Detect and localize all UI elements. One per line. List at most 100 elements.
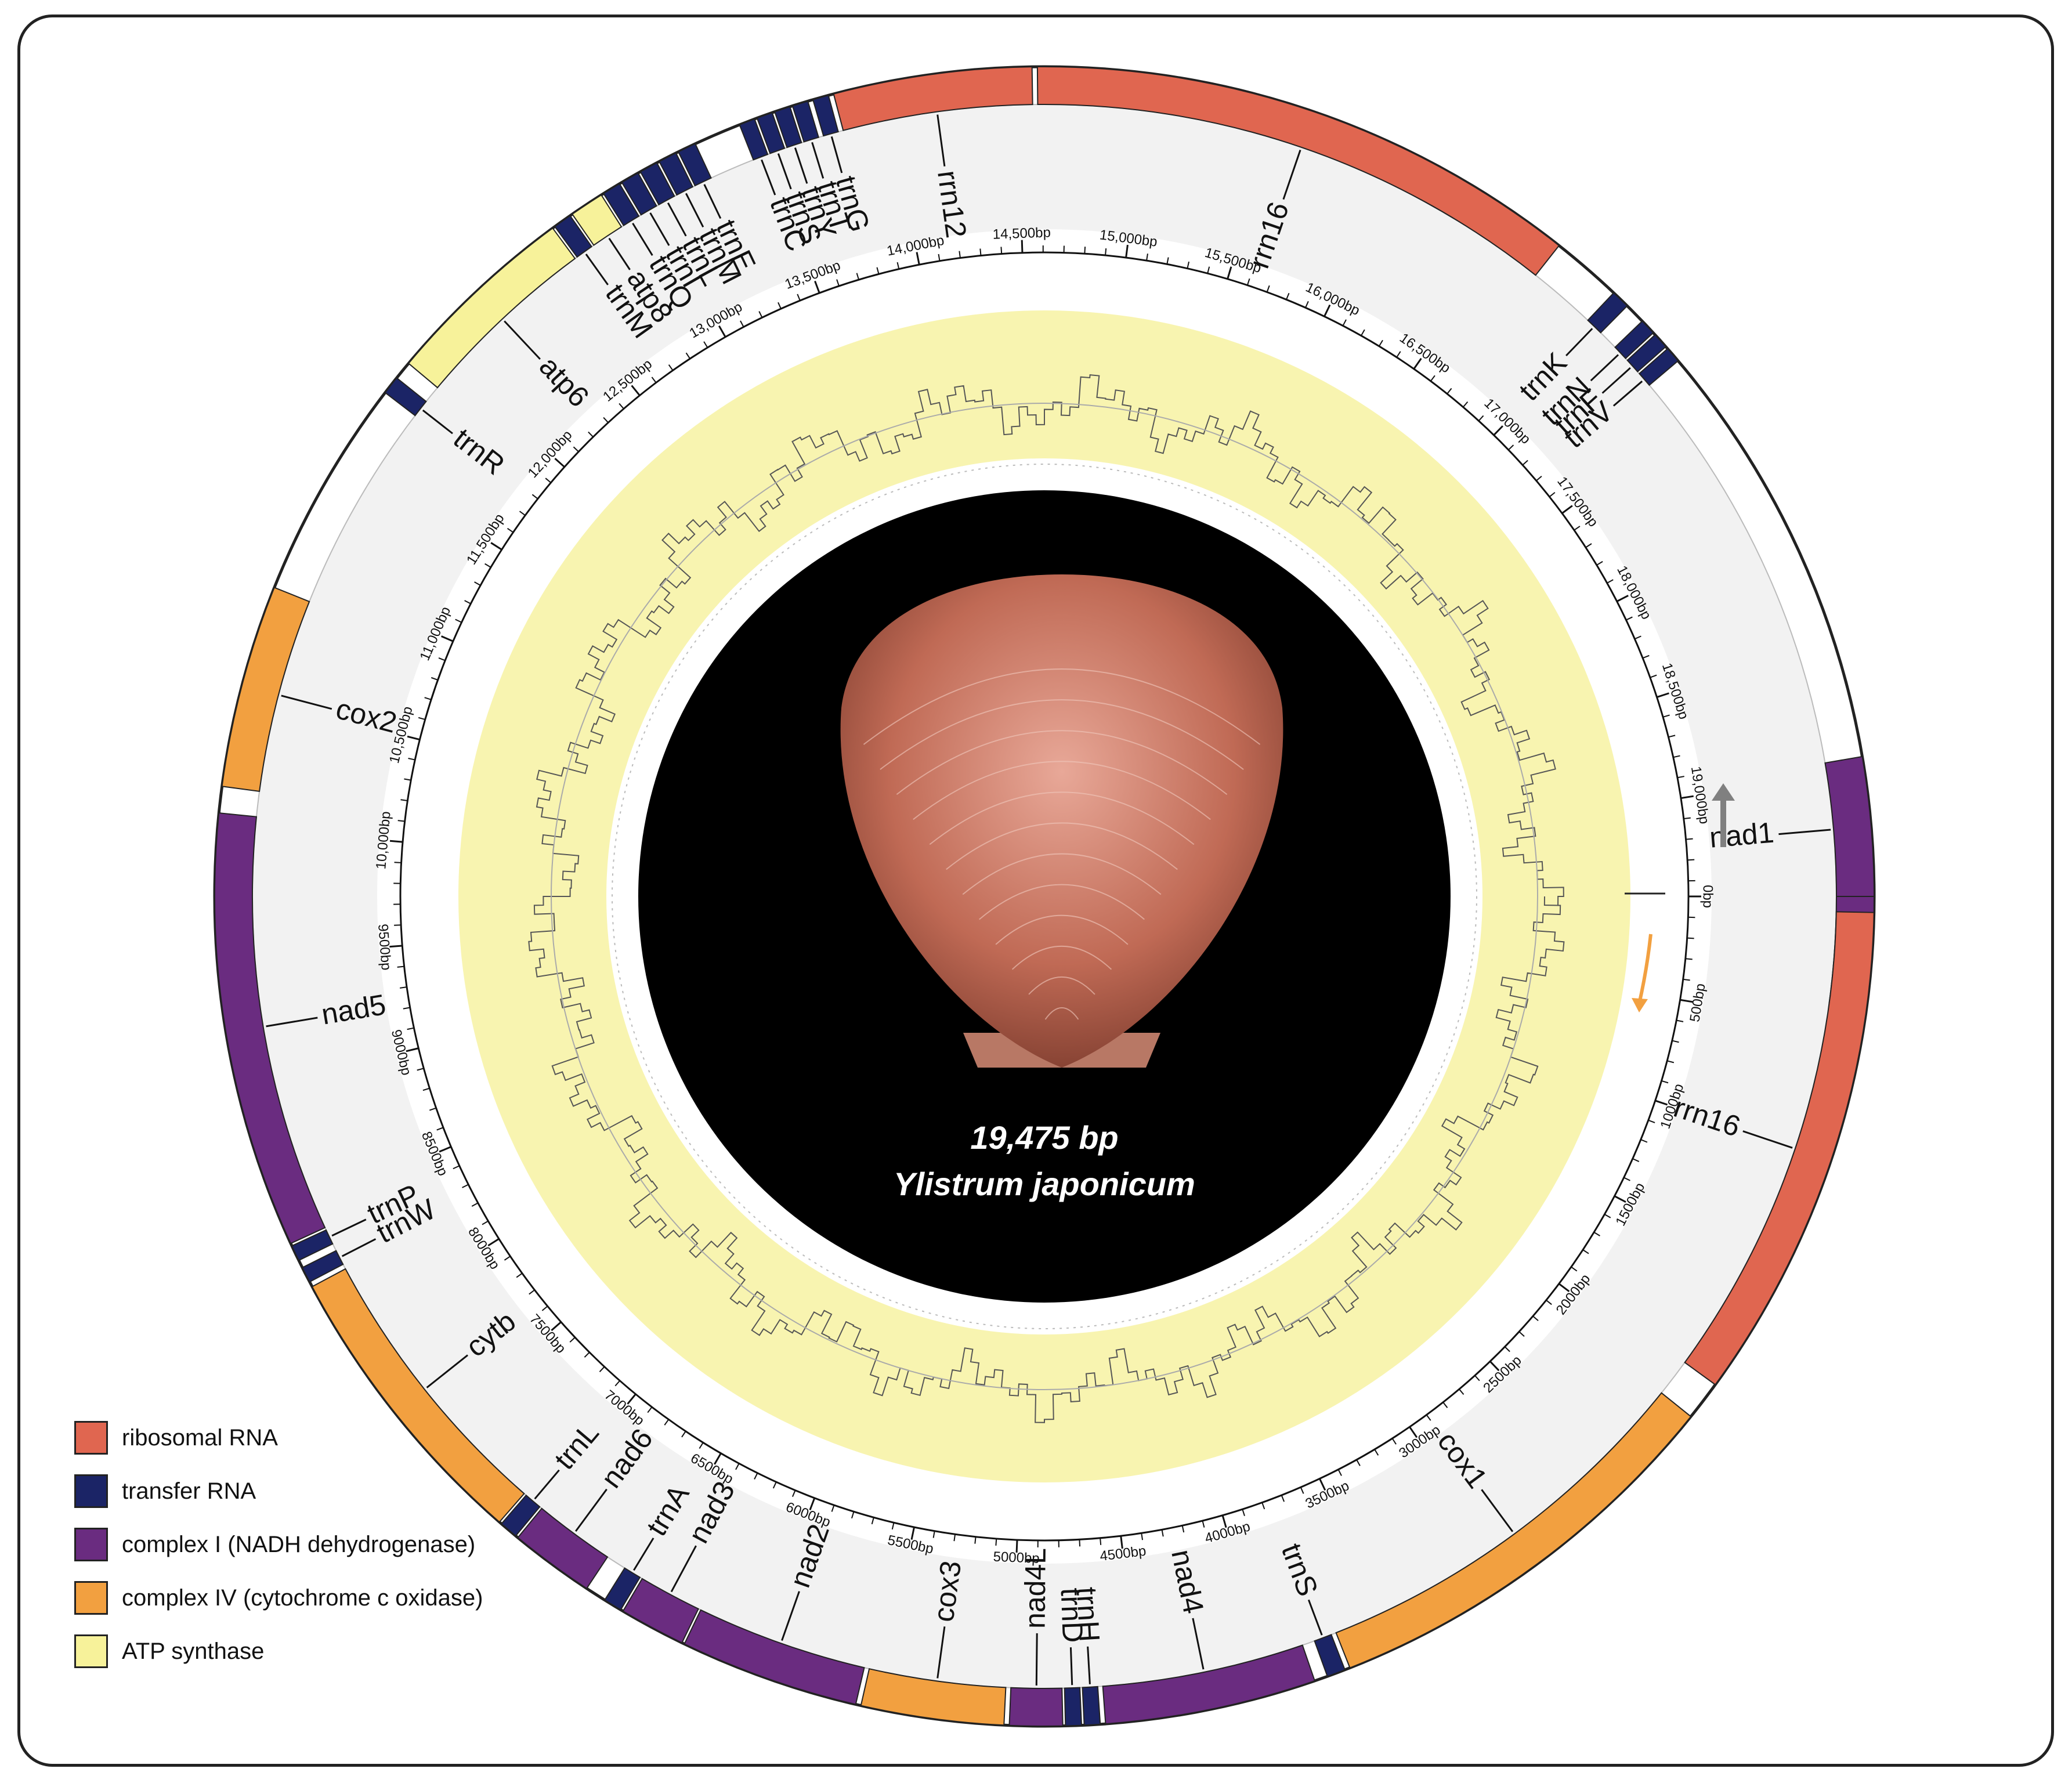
tick-label: 0bp	[1700, 885, 1716, 908]
tick-mark	[1607, 579, 1614, 584]
gene-leader-line	[649, 212, 670, 246]
reverse-direction-arrow	[1712, 783, 1735, 847]
tick-mark	[1319, 1478, 1326, 1491]
legend-item: transfer RNA	[74, 1464, 483, 1518]
tick-mark	[1574, 526, 1581, 531]
tick-mark	[1100, 1538, 1102, 1545]
tick-mark	[647, 1406, 653, 1413]
tick-mark	[876, 267, 880, 274]
tick-mark	[1686, 838, 1693, 840]
gene-arc-atp8	[571, 194, 623, 246]
gene-arc-trnK	[1587, 292, 1628, 334]
tick-mark	[1391, 1438, 1397, 1445]
tick-mark	[1146, 254, 1148, 261]
tick-mark	[516, 1272, 523, 1278]
tick-mark	[1508, 444, 1514, 451]
tick-mark	[431, 677, 438, 681]
gene-arc-trnY	[773, 106, 802, 149]
gene-arc-trnD	[1064, 1687, 1083, 1727]
tick-mark	[519, 511, 526, 516]
gene-leader-line	[936, 1626, 946, 1679]
shell-growth-ring	[1028, 977, 1095, 995]
gene-label-nad1: nad1	[1708, 816, 1776, 854]
tick-mark	[462, 1184, 469, 1188]
tick-mark	[1640, 1139, 1648, 1143]
gene-arc-cytb	[311, 1268, 525, 1523]
tick-mark	[1286, 292, 1290, 300]
tick-label: 5000bp	[993, 1549, 1040, 1567]
tick-mark	[404, 778, 411, 781]
tick-mark	[1593, 1231, 1600, 1236]
tick-mark	[891, 1522, 895, 1530]
tick-mark	[1478, 415, 1484, 421]
tick-mark	[932, 1531, 935, 1538]
gene-arc-trnH	[1082, 1686, 1101, 1726]
gene-arc-nad4	[1102, 1644, 1316, 1725]
gene-leader-line	[936, 114, 946, 167]
gene-arcs	[214, 66, 1875, 1727]
arrow-icon	[1625, 783, 1735, 1012]
tick-mark	[1623, 1177, 1630, 1181]
gene-arc-trnS	[756, 111, 786, 154]
tick-mark	[1661, 1080, 1669, 1084]
tick-mark	[1687, 937, 1694, 939]
tick-mark	[754, 1473, 758, 1480]
tick-mark	[1202, 1520, 1205, 1528]
tick-mark	[1442, 1402, 1448, 1408]
tick-mark	[1261, 1502, 1265, 1510]
tick-mark	[668, 364, 674, 371]
gene-leader-line	[1778, 829, 1831, 836]
gene-arc-trnM	[554, 215, 593, 258]
tick-mark	[471, 1202, 479, 1207]
gene-leader-line	[703, 184, 722, 219]
gene-arc-nad2	[684, 1609, 865, 1705]
shell-growth-ring	[995, 914, 1129, 945]
tick-mark	[417, 1068, 424, 1071]
tick-mark	[1642, 654, 1650, 659]
gene-leader-line	[331, 1218, 367, 1237]
gene-leader-line	[1192, 1618, 1205, 1670]
shell-growth-ring	[896, 730, 1228, 795]
tick-mark	[1305, 301, 1309, 308]
gene-arc-nad6	[516, 1507, 609, 1590]
legend-label: ribosomal RNA	[122, 1424, 278, 1451]
tick-mark	[531, 494, 538, 500]
tick-mark	[1680, 795, 1694, 800]
tick-mark	[474, 581, 481, 586]
tick-mark	[1657, 692, 1669, 698]
tick-mark	[735, 1463, 740, 1470]
gene-leader-line	[341, 1238, 377, 1257]
tick-mark	[1504, 1346, 1510, 1352]
shell-growth-ring	[1044, 1007, 1079, 1020]
tick-mark	[685, 352, 690, 359]
legend-swatch	[74, 1528, 108, 1561]
tick-mark	[856, 273, 860, 280]
tick-mark	[403, 1007, 410, 1010]
tick-mark	[487, 1238, 500, 1247]
tick-mark	[778, 302, 782, 309]
forward-arrow-head	[1632, 998, 1648, 1012]
gene-leader-line	[1307, 1599, 1323, 1636]
tick-mark	[400, 799, 408, 801]
gene-arc-nad4L	[1008, 1687, 1064, 1727]
tick-mark	[740, 320, 744, 327]
tick-mark	[1337, 1469, 1342, 1476]
tick-mark	[455, 619, 462, 623]
gene-label-trnH: trnH	[1071, 1586, 1106, 1643]
gene-leader-line	[1481, 1489, 1514, 1532]
tick-mark	[1546, 1300, 1552, 1305]
tick-mark	[1459, 1388, 1464, 1395]
tick-mark	[429, 1107, 436, 1111]
tick-mark	[588, 431, 594, 437]
tick-mark	[1650, 674, 1657, 678]
tick-mark	[507, 527, 514, 533]
tick-mark	[1125, 244, 1129, 258]
gene-arc-trnQ	[602, 183, 640, 226]
gene-leader-line	[633, 1538, 654, 1571]
gene-leader-line	[608, 237, 631, 270]
tick-mark	[979, 248, 982, 256]
tick-mark	[1549, 491, 1556, 497]
tick-mark	[1361, 329, 1365, 337]
tick-mark	[529, 1289, 535, 1295]
tick-mark	[758, 311, 763, 318]
